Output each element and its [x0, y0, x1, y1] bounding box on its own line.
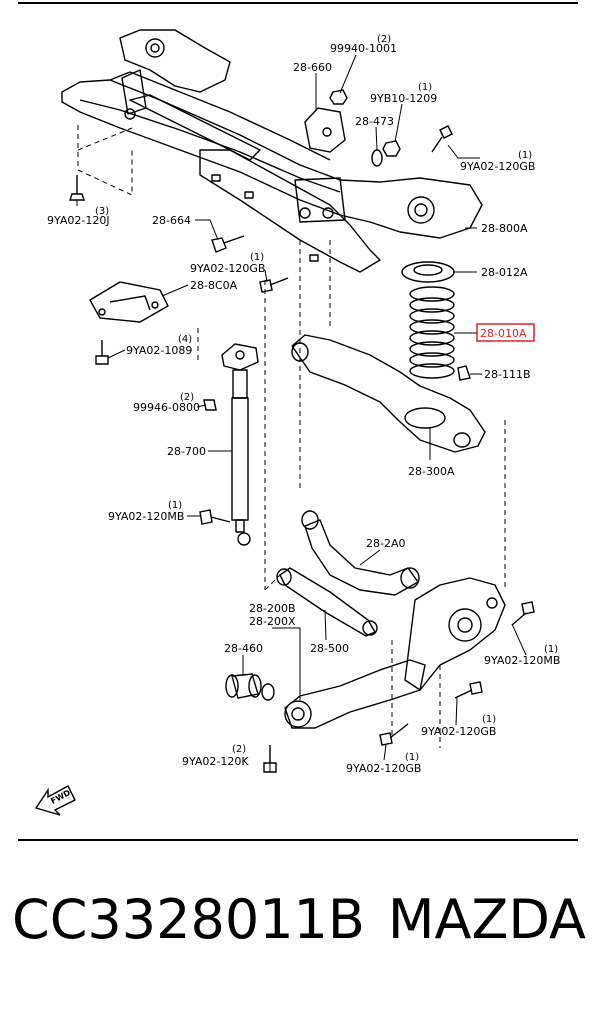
bolt-28-664-drawing	[211, 235, 245, 253]
label-28-200b: 28-200B	[249, 602, 296, 615]
bolt-120mb-left-drawing	[199, 509, 231, 525]
qty-9ya02-120gb-mid: (1)	[482, 714, 496, 725]
label-9ya02-120mb-left: 9YA02-120MB	[108, 510, 184, 523]
label-28-473: 28-473	[355, 115, 394, 128]
bolt-120mb-right-drawing	[511, 601, 535, 626]
qty-99946: (2)	[180, 392, 194, 403]
shock-absorber-28-700-drawing	[221, 343, 259, 546]
label-28-500: 28-500	[310, 642, 349, 655]
qty-9ya02-1089: (4)	[178, 334, 192, 345]
nut-99946-drawing	[203, 399, 217, 411]
label-28-200x: 28-200X	[249, 615, 296, 628]
knuckle-drawing	[404, 577, 506, 691]
label-9ya02-120j: 9YA02-120J	[47, 214, 110, 227]
brand-name: MAZDA	[387, 888, 586, 951]
label-28-111b: 28-111B	[484, 368, 531, 381]
qty-9yb10: (1)	[418, 82, 432, 93]
label-9ya02-120k: 9YA02-120K	[182, 755, 249, 768]
bushing-28-460-drawing	[225, 673, 275, 701]
label-28-660: 28-660	[293, 61, 332, 74]
parts-diagram: (2) 99940-1001 28-660 (1) 9YB10-1209 28-…	[18, 2, 578, 841]
label-9ya02-120mb-right: 9YA02-120MB	[484, 654, 560, 667]
upper-link-28-2a0-drawing	[301, 510, 420, 596]
label-28-300a: 28-300A	[408, 465, 455, 478]
link-28-500-drawing	[276, 567, 378, 637]
bump-stop-28-111b-drawing	[457, 365, 471, 381]
label-28-012a: 28-012A	[481, 266, 528, 279]
label-28-010a: 28-010A	[480, 327, 527, 340]
bolt-left-120gb-drawing	[259, 277, 289, 293]
leader-lines	[76, 54, 527, 772]
qty-99940: (2)	[377, 34, 391, 45]
label-28-460: 28-460	[224, 642, 263, 655]
part-number: CC3328011B	[12, 888, 365, 951]
label-28-664: 28-664	[152, 214, 191, 227]
spring-seat-28-012a-drawing	[401, 261, 455, 283]
subframe-drawing	[61, 29, 483, 273]
footer: CC3328011B MAZDA	[0, 888, 600, 978]
highlight-box	[476, 323, 535, 342]
bracket-28-8c0a-drawing	[89, 281, 169, 323]
label-9yb10-1209: 9YB10-1209	[370, 92, 437, 105]
label-9ya02-120gb-mid: 9YA02-120GB	[421, 725, 496, 738]
label-9ya02-120gb-left: 9YA02-120GB	[190, 262, 265, 275]
qty-9ya02-120gb-top: (1)	[518, 150, 532, 161]
label-9ya02-120gb-bot: 9YA02-120GB	[346, 762, 421, 775]
washer-28-473-drawing	[371, 149, 383, 167]
bolt-120gb-mid-drawing	[454, 681, 483, 699]
qty-9ya02-120gb-bot: (1)	[405, 752, 419, 763]
fwd-arrow-icon: FWD	[34, 785, 76, 816]
bolt-top-right-drawing	[431, 125, 453, 153]
bolt-120gb-bot-drawing	[379, 723, 409, 746]
coil-spring-28-010a-drawing	[409, 286, 455, 379]
label-99946-0800: 99946-0800	[133, 401, 200, 414]
label-28-2a0: 28-2A0	[366, 537, 406, 550]
qty-9ya02-120j: (3)	[95, 206, 109, 217]
bolt-1089-drawing	[95, 340, 109, 365]
mount-28-660-drawing	[304, 107, 346, 153]
nut-9yb10-drawing	[382, 140, 401, 157]
label-28-700: 28-700	[167, 445, 206, 458]
trailing-arm-28-200b-drawing	[284, 659, 426, 729]
qty-9ya02-120mb-left: (1)	[168, 500, 182, 511]
nut-99940-drawing	[329, 89, 348, 105]
lower-arm-28-300a-drawing	[291, 334, 486, 453]
qty-9ya02-120gb-left: (1)	[250, 252, 264, 263]
reference-lines	[77, 125, 506, 748]
qty-9ya02-120k: (2)	[232, 744, 246, 755]
label-9ya02-1089: 9YA02-1089	[126, 344, 192, 357]
qty-9ya02-120mb-right: (1)	[544, 644, 558, 655]
label-99940-1001: 99940-1001	[330, 42, 397, 55]
label-9ya02-120gb-top: 9YA02-120GB	[460, 160, 535, 173]
label-28-800a: 28-800A	[481, 222, 528, 235]
label-28-8c0a: 28-8C0A	[190, 279, 238, 292]
bolt-left-drawing	[69, 175, 85, 201]
